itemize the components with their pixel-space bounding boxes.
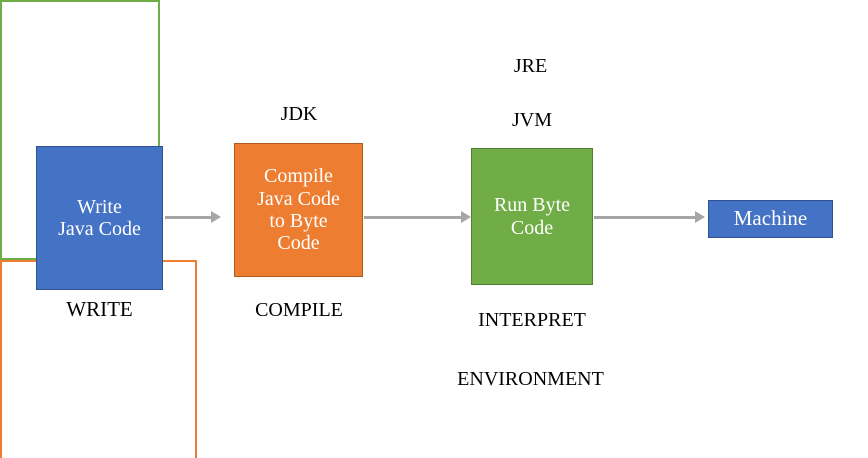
arrow-jvm-to-machine-shaft <box>594 216 697 219</box>
arrow-write-to-jdk-head <box>211 211 221 223</box>
jdk-title: JDK <box>280 103 318 125</box>
write-label-line1: Write <box>77 195 122 218</box>
compile-label-line4: Code <box>277 232 320 255</box>
write-java-code-box: Write Java Code <box>36 146 163 290</box>
compile-label-line2: Java Code <box>257 187 340 210</box>
write-caption: WRITE <box>66 297 133 321</box>
arrow-jvm-to-machine-head <box>695 211 705 223</box>
run-label-line1: Run Byte <box>493 194 571 217</box>
write-label-line2: Java Code <box>58 218 141 240</box>
jvm-caption: INTERPRET <box>478 309 586 331</box>
jre-caption: ENVIRONMENT <box>457 368 604 390</box>
machine-box: Machine <box>708 200 833 238</box>
arrow-jdk-to-jvm-shaft <box>364 216 464 219</box>
jre-title: JRE <box>513 55 548 77</box>
arrow-write-to-jdk-shaft <box>165 216 213 219</box>
compile-to-byte-code-box: Compile Java Code to Byte Code <box>234 143 363 277</box>
compile-label-line3: to Byte <box>269 210 328 232</box>
run-label-line2: Code <box>510 216 554 239</box>
run-byte-code-box: Run Byte Code <box>471 148 593 285</box>
jvm-title: JVM <box>511 109 552 131</box>
jdk-caption: COMPILE <box>255 299 343 321</box>
compile-label-line1: Compile <box>264 165 333 188</box>
compile-label: Compile Java Code to Byte Code <box>257 165 340 255</box>
machine-label: Machine <box>733 206 808 231</box>
run-byte-code-label: Run Byte Code <box>494 194 570 239</box>
write-java-code-label: Write Java Code <box>58 196 141 241</box>
arrow-jdk-to-jvm-head <box>461 211 471 223</box>
